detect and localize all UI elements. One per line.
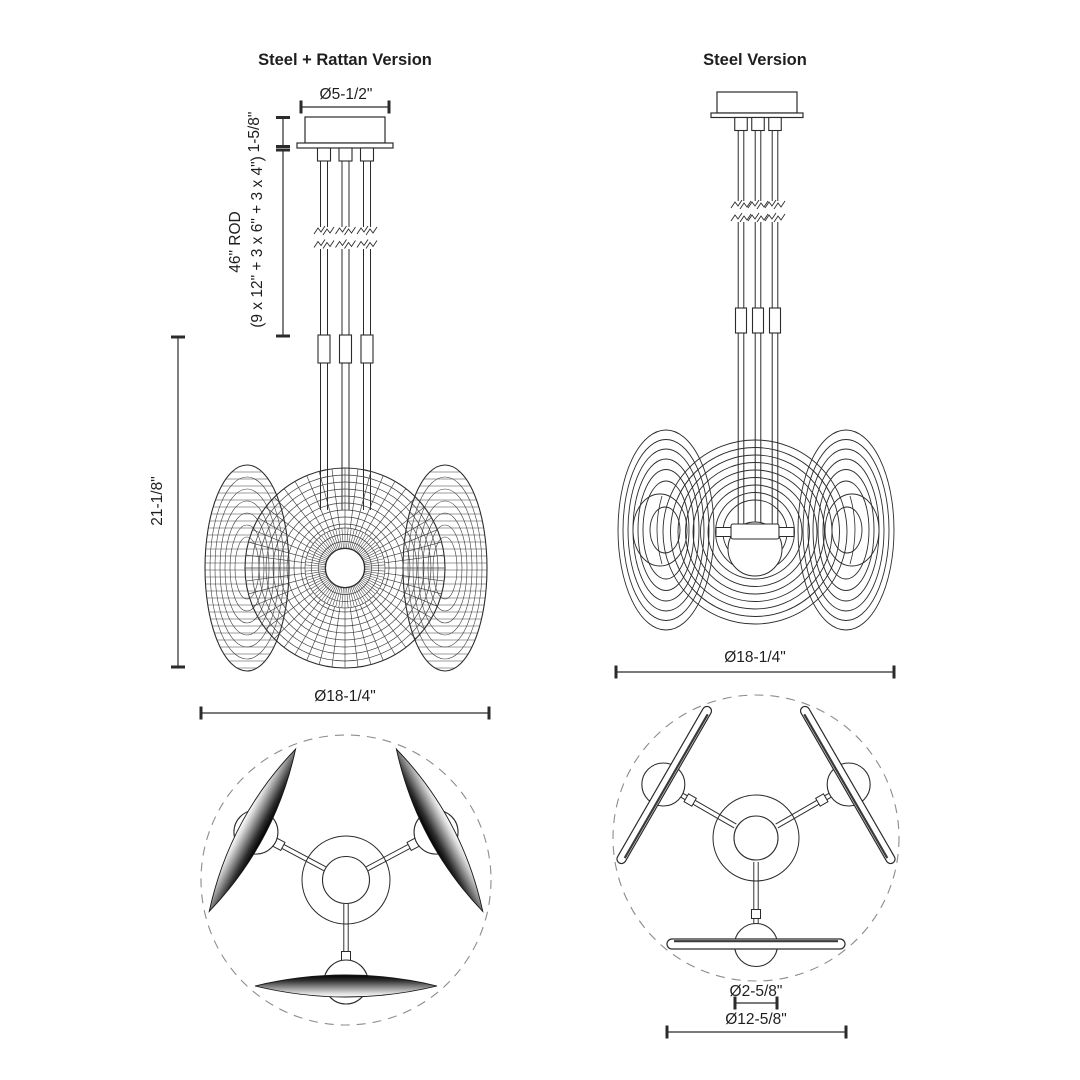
steel-dimension-lines	[614, 665, 896, 1039]
hub-diameter-label: Ø2-5/8"	[730, 983, 783, 1000]
steel-fixture-front-view	[617, 429, 895, 631]
rattan-canopy	[296, 116, 394, 149]
rod-length-label-line1: 46" ROD	[227, 211, 244, 273]
steel-canopy	[710, 91, 804, 119]
canopy-height-label: 1-5/8"	[246, 112, 263, 153]
canopy-diameter-label: Ø5-1/2"	[320, 86, 373, 103]
rattan-hanging-rods	[313, 147, 378, 510]
fixture-height-label: 21-1/8"	[149, 476, 166, 525]
steel-bottom-view	[612, 694, 900, 982]
steel-title: Steel Version	[703, 51, 807, 69]
rattan-bottom-view	[200, 734, 492, 1026]
steel-version-view: Steel Version Ø18-1/4" Ø2-5/8" Ø12-5/8"	[612, 51, 900, 1039]
rod-length-label-line2: (9 x 12" + 3 x 6" + 3 x 4")	[249, 156, 266, 328]
steel-fixture-diameter-label: Ø18-1/4"	[724, 649, 786, 666]
rattan-dimension-lines	[171, 100, 491, 720]
rattan-title: Steel + Rattan Version	[258, 51, 432, 69]
disc-diameter-label: Ø12-5/8"	[725, 1011, 787, 1028]
rattan-fixture-front-view	[204, 464, 488, 672]
rattan-fixture-diameter-label: Ø18-1/4"	[314, 688, 376, 705]
steel-hanging-rods	[730, 116, 786, 527]
rattan-version-view: Steel + Rattan Version Ø5-1/2" 1-5/8" 46…	[149, 51, 492, 1026]
